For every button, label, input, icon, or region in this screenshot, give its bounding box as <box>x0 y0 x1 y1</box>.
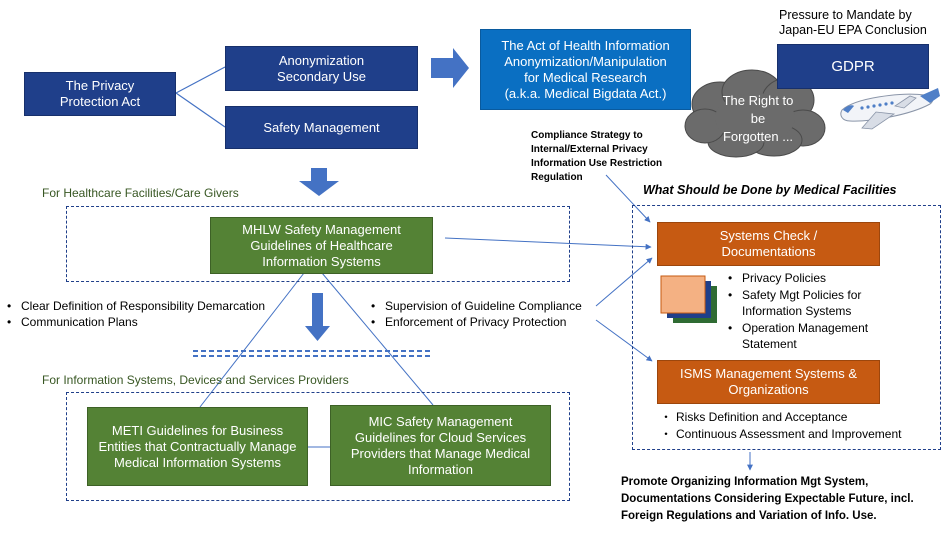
meti-guidelines-box: METI Guidelines for Business Entities th… <box>87 407 308 486</box>
documents-icon <box>660 275 717 323</box>
mic-guidelines-box: MIC Safety Management Guidelines for Clo… <box>330 405 551 486</box>
isms-list: Risks Definition and Acceptance Continuo… <box>660 409 940 443</box>
privacy-act-box: The Privacy Protection Act <box>24 72 176 116</box>
connector-privacy-anonymization <box>175 66 226 94</box>
connector-mhlw-mic <box>321 272 434 406</box>
bullet-item: Risks Definition and Acceptance <box>660 409 940 426</box>
bullet-item: Communication Plans <box>5 314 305 330</box>
bullet-item: Operation Management Statement <box>726 320 926 353</box>
right-to-be-forgotten-text: The Right to be Forgotten ... <box>722 93 794 144</box>
isms-box: ISMS Management Systems & Organizations <box>657 360 880 404</box>
block-arrow-down-small <box>305 293 330 341</box>
compliance-strategy-label: Compliance Strategy to Internal/External… <box>531 130 663 183</box>
connector-privacy-safety <box>175 92 226 128</box>
bullet-item: Clear Definition of Responsibility Demar… <box>5 298 305 314</box>
airplane-icon <box>840 88 940 130</box>
providers-section-title: For Information Systems, Devices and Ser… <box>42 373 349 387</box>
supervision-list: Supervision of Guideline Compliance Enfo… <box>369 298 609 330</box>
promote-conclusion: Promote Organizing Information Mgt Syste… <box>621 476 914 522</box>
bullet-item: Enforcement of Privacy Protection <box>369 314 609 330</box>
healthcare-section-title: For Healthcare Facilities/Care Givers <box>42 186 239 200</box>
safety-management-box: Safety Management <box>225 106 418 149</box>
mhlw-guidelines-box: MHLW Safety Management Guidelines of Hea… <box>210 217 433 274</box>
documentation-list: Privacy Policies Safety Mgt Policies for… <box>726 270 926 353</box>
systems-check-box: Systems Check / Documentations <box>657 222 880 266</box>
anonymization-box: Anonymization Secondary Use <box>225 46 418 91</box>
connector-mhlw-meti <box>199 272 305 408</box>
block-arrow-right <box>431 48 469 88</box>
cloud-shape <box>684 69 826 158</box>
medical-facilities-frame <box>632 205 941 450</box>
responsibility-list: Clear Definition of Responsibility Demar… <box>5 298 305 330</box>
block-arrow-down <box>299 168 339 196</box>
healthcare-section-frame <box>66 206 570 282</box>
arrow-mhlw-systems-check <box>444 237 652 250</box>
gdpr-box: GDPR <box>777 44 929 89</box>
bullet-item: Continuous Assessment and Improvement <box>660 426 940 443</box>
bullet-item: Safety Mgt Policies for Information Syst… <box>726 287 926 320</box>
providers-section-frame <box>66 392 570 501</box>
arrow-compliance-systems-check <box>605 174 651 223</box>
bullet-item: Supervision of Guideline Compliance <box>369 298 609 314</box>
health-info-act-box: The Act of Health Information Anonymizat… <box>480 29 691 110</box>
pressure-label: Pressure to Mandate by Japan-EU EPA Conc… <box>779 8 927 37</box>
what-should-be-done-title: What Should be Done by Medical Facilitie… <box>643 183 897 197</box>
bullet-item: Privacy Policies <box>726 270 926 287</box>
